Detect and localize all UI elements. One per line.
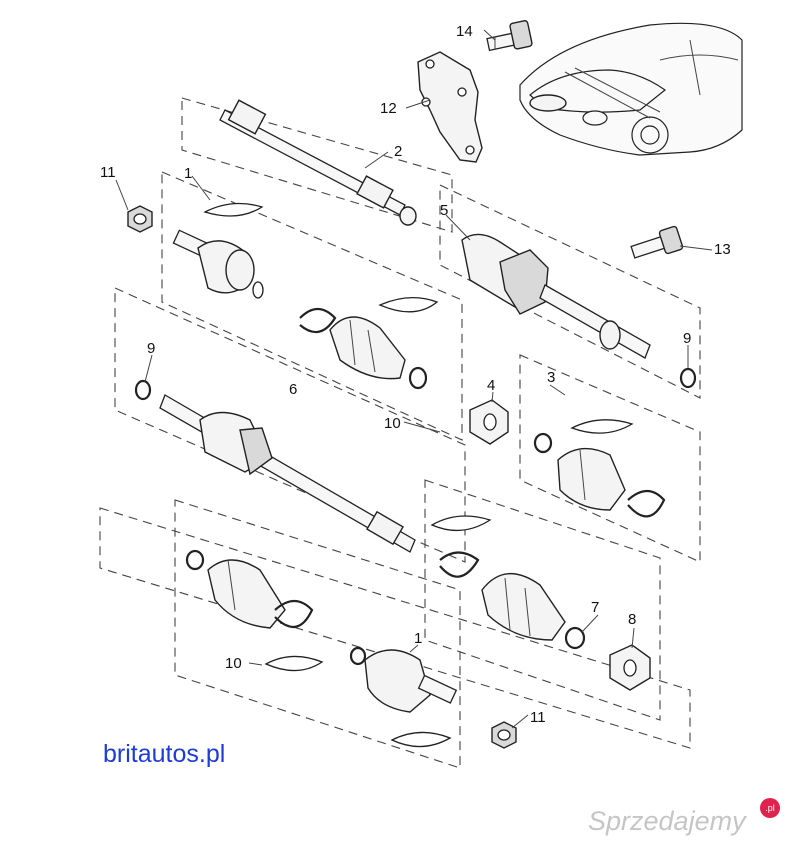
grease-pack-1-bottom (390, 731, 452, 748)
boot-clip-lower-left (274, 599, 314, 628)
frame-lower (99, 507, 691, 749)
callout-10-top: 10 (384, 415, 401, 432)
frame-shaft-2 (181, 97, 453, 233)
grease-pack-top (203, 202, 264, 217)
grease-pack-7 (430, 515, 492, 532)
watermark-text: Sprzedajemy (588, 806, 746, 836)
callout-7: 7 (591, 599, 599, 616)
intermediate-shaft-2 (219, 99, 417, 226)
inner-cv-joint-3 (557, 447, 626, 511)
circlip-7 (564, 626, 586, 650)
callout-14: 14 (456, 23, 473, 40)
driveshaft-6 (159, 394, 416, 553)
frame-cv-1-top (161, 171, 463, 441)
frame-cv-1-bottom (174, 499, 461, 769)
cv-boot-lower-left (207, 559, 286, 629)
outer-cv-joint-1-bottom (364, 649, 458, 713)
callout-13: 13 (714, 241, 731, 258)
bracket-12 (417, 51, 483, 163)
callout-11-bottom: 11 (530, 709, 546, 726)
brand-link[interactable]: britautos.pl (103, 740, 226, 768)
outer-cv-joint-1-top (172, 229, 264, 299)
callout-8: 8 (628, 611, 636, 628)
watermark-badge: .pl (760, 798, 780, 818)
cv-boot-top (329, 316, 406, 380)
frame-shaft-5 (439, 184, 701, 399)
nut-11-top (127, 205, 153, 233)
callout-1-bottom: 1 (414, 630, 422, 647)
shaft-with-bearing-5 (461, 233, 651, 359)
grease-pack-3 (570, 419, 634, 434)
boot-clip-3 (627, 489, 666, 518)
callout-6: 6 (289, 381, 297, 398)
circlip-1-bottom (349, 646, 367, 666)
car-illustration (519, 22, 743, 156)
circlip-top (408, 366, 428, 390)
circlip-9-left (134, 379, 152, 401)
cv-boot-7 (481, 572, 566, 641)
callout-1-top: 1 (184, 165, 192, 182)
leader-lines (115, 29, 713, 729)
callout-9-right: 9 (683, 330, 691, 347)
callout-11-top: 11 (100, 164, 116, 181)
boot-clip-7 (439, 551, 480, 578)
grease-pack-top-2 (378, 297, 439, 313)
callout-2: 2 (394, 143, 402, 160)
callout-3: 3 (547, 369, 555, 386)
circlip-lower-left (185, 549, 205, 571)
boot-clip-top-1 (299, 307, 337, 334)
frame-boot-7 (424, 479, 661, 721)
bolt-14 (486, 20, 533, 52)
callout-9-left: 9 (147, 340, 155, 357)
nut-11-bottom (491, 721, 517, 749)
callout-10-bottom: 10 (225, 655, 242, 672)
callout-12: 12 (380, 100, 397, 117)
circlip-9-right (679, 367, 697, 389)
bush-4 (469, 399, 509, 445)
callout-5: 5 (440, 202, 448, 219)
bush-8 (609, 644, 651, 691)
bolt-13 (630, 225, 684, 259)
frame-shaft-6 (114, 287, 466, 563)
grease-pack-10 (264, 655, 324, 672)
circlip-3 (533, 432, 553, 454)
callout-4: 4 (487, 377, 495, 394)
